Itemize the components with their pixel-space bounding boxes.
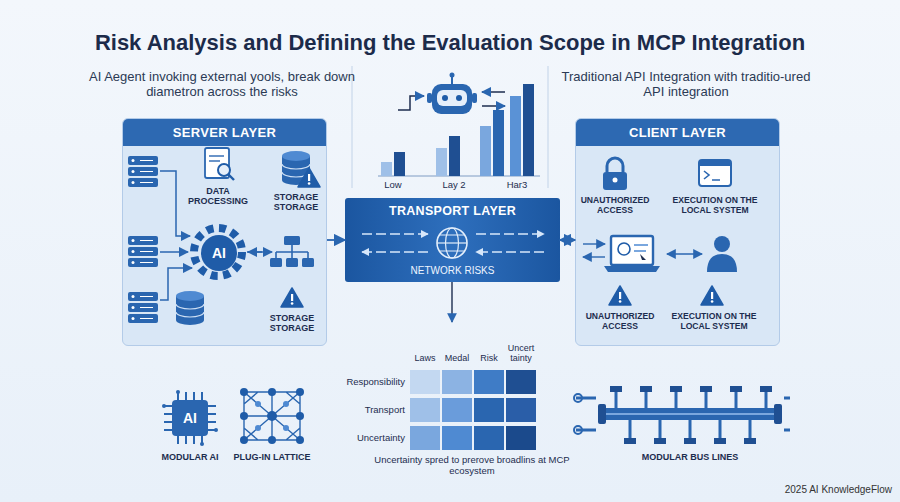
watermark: 2025 AI KnowledgeFlow bbox=[722, 484, 892, 496]
icon-caption: UNAUTHORIZED ACCESS bbox=[571, 196, 659, 216]
ai-gear: AI bbox=[201, 235, 237, 271]
band-caption: NETWORK RISKS bbox=[345, 265, 560, 276]
node-text: AI bbox=[212, 245, 226, 261]
axis-label: Har3 bbox=[497, 180, 537, 191]
icon-caption: UNAUTHORIZED ACCESS bbox=[576, 312, 664, 332]
icon-caption: STORAGE STORAGE bbox=[265, 192, 327, 213]
diagram-title: Risk Analysis and Defining the Evaluatio… bbox=[0, 30, 900, 55]
subtitle: AI Aegent invoking external yools, break… bbox=[87, 70, 357, 100]
subtitle: Traditional API Integration with traditi… bbox=[551, 70, 821, 100]
panel-heading: SERVER LAYER bbox=[123, 119, 326, 146]
table-header: Risk bbox=[473, 353, 505, 363]
chip-label: AI bbox=[172, 410, 208, 426]
table-header: Uncert tainty bbox=[505, 343, 537, 364]
table-caption: Uncertainty spred to prerove broadlins a… bbox=[372, 455, 572, 477]
row-header: Uncertainty bbox=[315, 433, 405, 444]
row-header: Responsibility bbox=[315, 377, 405, 388]
connector-arrow bbox=[560, 239, 575, 241]
band-heading: TRANSPORT LAYER bbox=[345, 204, 560, 218]
icon-caption: EXECUTION ON THE LOCAL SYSTEM bbox=[663, 196, 767, 216]
axis-label: Lay 2 bbox=[434, 180, 474, 191]
table-header: Laws bbox=[409, 353, 441, 363]
icon-caption: STORAGE STORAGE bbox=[261, 313, 323, 334]
icon-caption: DATA PROCESSING bbox=[182, 186, 254, 207]
module-caption: MODULAR AI bbox=[145, 452, 235, 462]
panel-heading: CLIENT LAYER bbox=[576, 119, 779, 146]
transport-band: TRANSPORT LAYER NETWORK RISKS bbox=[345, 198, 560, 282]
layer-panel: SERVER LAYER AI bbox=[122, 118, 327, 346]
connector-arrow bbox=[327, 239, 345, 241]
icon-caption: EXECUTION ON THE LOCAL SYSTEM bbox=[662, 312, 766, 332]
axis-label: Low bbox=[373, 180, 413, 191]
module-caption: MODULAR BUS LINES bbox=[620, 452, 760, 462]
row-header: Transport bbox=[315, 405, 405, 416]
module-caption: PLUG-IN LATTICE bbox=[222, 452, 322, 462]
table-header: Medal bbox=[441, 353, 473, 363]
